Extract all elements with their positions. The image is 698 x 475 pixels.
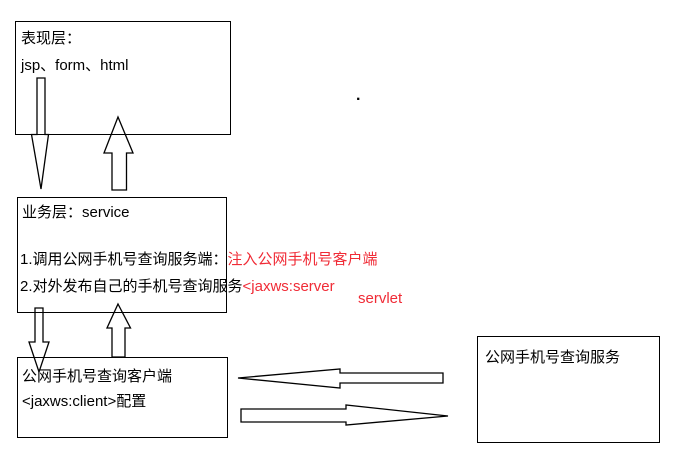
presentation-layer-techs: jsp、form、html — [21, 57, 129, 74]
business-item-1: 1.调用公网手机号查询服务端：注入公网手机号客户端 — [20, 252, 378, 268]
business-item-2-note: <jaxws:server — [242, 278, 335, 295]
servlet-annotation: servlet — [358, 290, 403, 307]
presentation-layer-box: 表现层： jsp、form、html — [15, 21, 231, 135]
business-item-1-text: 1.调用公网手机号查询服务端： — [20, 251, 228, 268]
client-box: 公网手机号查询客户端 <jaxws:client>配置 — [17, 357, 228, 438]
stray-dot: . — [356, 87, 361, 104]
client-box-title: 公网手机号查询客户端 — [22, 368, 173, 385]
presentation-layer-title: 表现层： — [21, 30, 82, 47]
business-item-1-note: 注入公网手机号客户端 — [227, 251, 378, 268]
business-layer-box: 业务层：service 1.调用公网手机号查询服务端：注入公网手机号客户端 2.… — [17, 197, 378, 313]
business-item-2: 2.对外发布自己的手机号查询服务<jaxws:server — [20, 279, 335, 295]
business-item-2-text: 2.对外发布自己的手机号查询服务 — [20, 278, 243, 295]
arrow-right-client-to-service-icon — [240, 404, 449, 426]
business-layer-title: 业务层：service — [22, 204, 130, 221]
arrow-left-service-to-client-icon — [237, 368, 444, 389]
service-box: 公网手机号查询服务 — [477, 336, 660, 443]
client-box-config: <jaxws:client>配置 — [22, 393, 147, 410]
service-box-title: 公网手机号查询服务 — [485, 349, 621, 366]
